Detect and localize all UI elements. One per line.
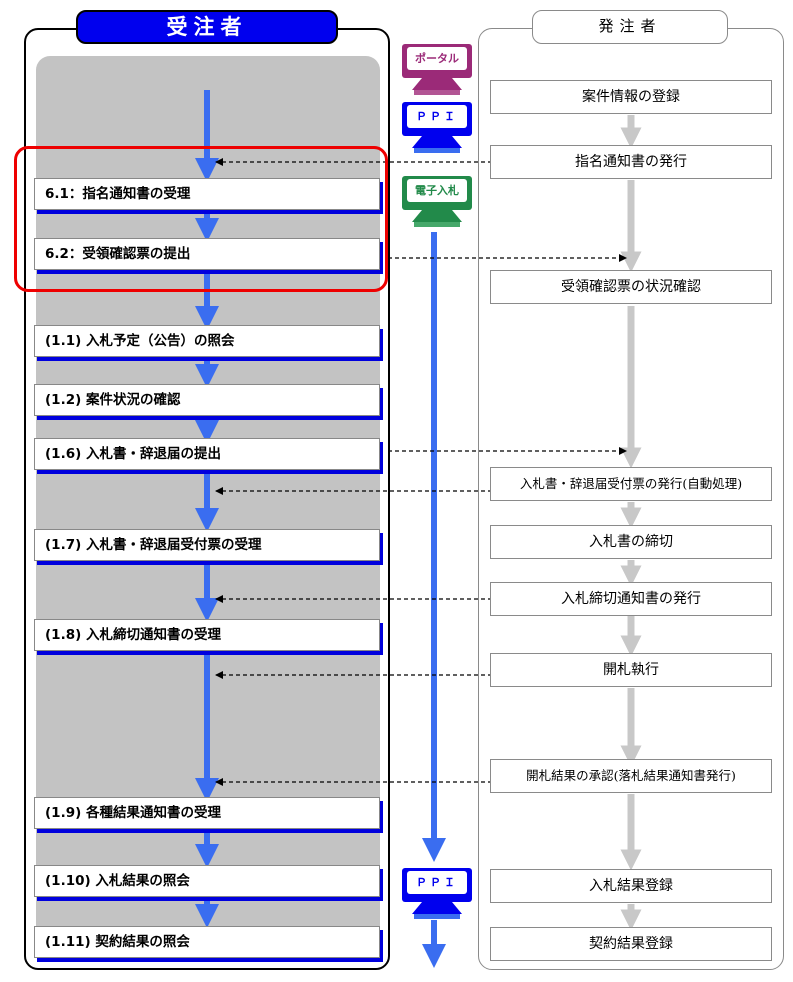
step-1-6: (1.6) 入札書・辞退届の提出	[34, 438, 380, 470]
step-6-2: 6.2：受領確認票の提出	[34, 238, 380, 270]
portal-label: ポータル	[407, 47, 467, 70]
orderer-step-contract-result: 契約結果登録	[490, 927, 772, 961]
step-1-11: (1.11) 契約結果の照会	[34, 926, 380, 958]
orderer-step-opening: 開札執行	[490, 653, 772, 687]
portal-system-icon: ポータル	[400, 42, 474, 98]
ppi-system-icon-bottom: ＰＰＩ	[400, 866, 474, 922]
step-1-8: (1.8) 入札締切通知書の受理	[34, 619, 380, 651]
step-1-10: (1.10) 入札結果の照会	[34, 865, 380, 897]
orderer-step-bid-receipt: 入札書・辞退届受付票の発行(自動処理)	[490, 467, 772, 501]
orderer-step-deadline-notice: 入札締切通知書の発行	[490, 582, 772, 616]
highlight-frame	[14, 146, 388, 292]
orderer-step-register: 案件情報の登録	[490, 80, 772, 114]
ppi-label-bottom: ＰＰＩ	[407, 871, 467, 894]
orderer-step-nomination: 指名通知書の発行	[490, 145, 772, 179]
step-6-1: 6.1：指名通知書の受理	[34, 178, 380, 210]
ppi-system-icon-top: ＰＰＩ	[400, 100, 474, 156]
orderer-step-result-approval: 開札結果の承認(落札結果通知書発行)	[490, 759, 772, 793]
orderer-step-receipt-check: 受領確認票の状況確認	[490, 270, 772, 304]
ppi-label-top: ＰＰＩ	[407, 105, 467, 128]
orderer-step-bid-close: 入札書の締切	[490, 525, 772, 559]
step-1-9: (1.9) 各種結果通知書の受理	[34, 797, 380, 829]
step-1-7: (1.7) 入札書・辞退届受付票の受理	[34, 529, 380, 561]
orderer-step-bid-result: 入札結果登録	[490, 869, 772, 903]
ebid-label: 電子入札	[407, 179, 467, 202]
step-1-1: (1.1) 入札予定（公告）の照会	[34, 325, 380, 357]
orderer-header: 発注者	[532, 10, 728, 44]
ebid-system-icon: 電子入札	[400, 174, 474, 230]
contractor-header: 受注者	[76, 10, 338, 44]
step-1-2: (1.2) 案件状況の確認	[34, 384, 380, 416]
